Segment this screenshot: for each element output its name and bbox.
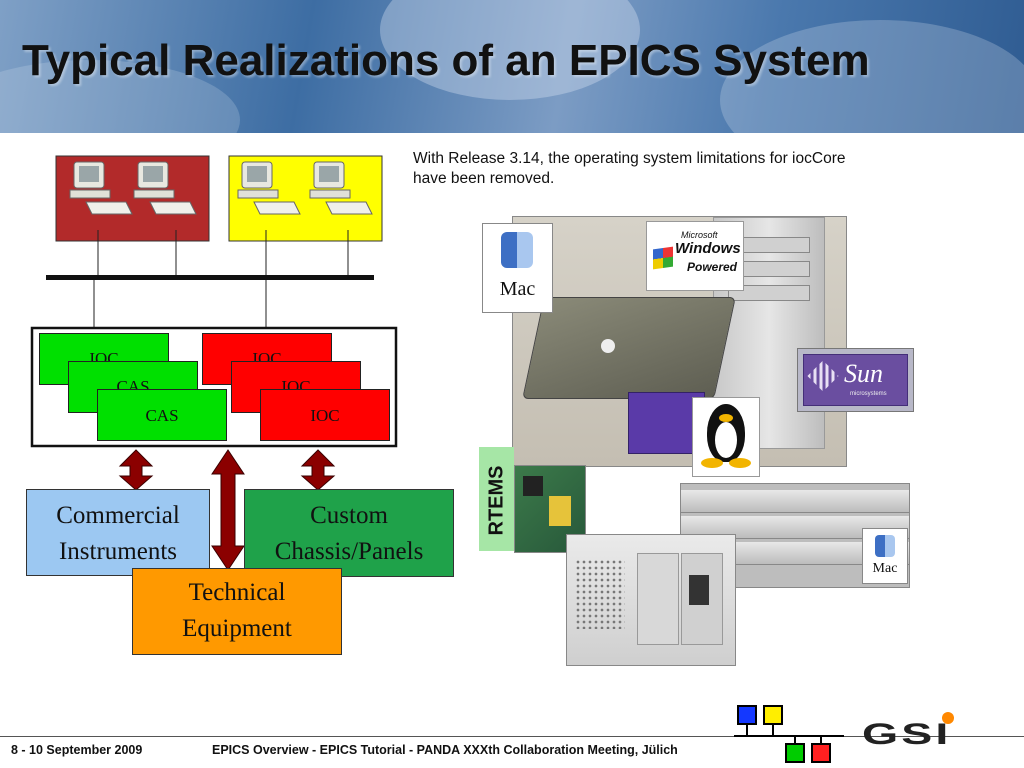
commercial-instruments-box: Commercial Instruments <box>26 489 210 576</box>
ioc-label: IOC <box>310 406 340 425</box>
sun-subtitle: microsystems <box>850 391 887 397</box>
mac-face-icon <box>875 535 895 557</box>
title-banner <box>0 0 1024 133</box>
double-arrow-icon <box>118 449 154 491</box>
footer-event: EPICS Overview - EPICS Tutorial - PANDA … <box>212 743 678 757</box>
technical-label: Technical Equipment <box>182 579 292 642</box>
rtems-label-box: RTEMS <box>479 447 514 551</box>
windows-logo: Microsoft Windows Powered <box>646 221 744 291</box>
mac-face-icon <box>501 232 533 268</box>
windows-text: Windows <box>675 240 741 257</box>
mac-logo-small: Mac <box>862 528 908 584</box>
gsi-dot-icon <box>942 712 954 724</box>
footer-date: 8 - 10 September 2009 <box>11 743 143 757</box>
gsi-logo: GSI <box>860 712 968 752</box>
linux-tux-logo <box>692 397 760 477</box>
rtems-label: RTEMS <box>485 465 508 536</box>
gsi-logo-text: GSI <box>862 718 952 751</box>
network-bus <box>46 275 374 280</box>
mac-label: Mac <box>499 278 536 300</box>
computers-photo <box>512 216 847 467</box>
windows-flag-icon <box>653 246 673 270</box>
cas-label: CAS <box>145 406 179 425</box>
page-title: Typical Realizations of an EPICS System <box>22 36 870 85</box>
custom-chassis-box: Custom Chassis/Panels <box>244 489 454 577</box>
double-arrow-icon <box>300 449 336 491</box>
computer-icon <box>237 161 301 215</box>
pxi-chassis-photo <box>566 534 736 666</box>
ioc-box-left-3: CAS <box>97 389 227 441</box>
ioc-box-right-3: IOC <box>260 389 390 441</box>
sun-logo: Sun microsystems <box>797 348 914 412</box>
computer-icon <box>133 161 197 215</box>
technical-equipment-box: Technical Equipment <box>132 568 342 655</box>
custom-label: Custom Chassis/Panels <box>274 502 424 565</box>
commercial-label: Commercial Instruments <box>56 502 180 565</box>
sun-text: Sun <box>844 359 883 388</box>
computer-icon <box>309 161 373 215</box>
double-arrow-icon <box>211 449 245 571</box>
mac-logo: Mac <box>482 223 553 313</box>
windows-powered-text: Powered <box>687 260 738 274</box>
windows-microsoft-text: Microsoft <box>681 230 718 240</box>
computer-icon <box>69 161 133 215</box>
release-note: With Release 3.14, the operating system … <box>413 150 846 187</box>
network-squares-logo <box>734 705 844 763</box>
footer-divider <box>0 736 1024 737</box>
mac-label: Mac <box>872 561 898 576</box>
